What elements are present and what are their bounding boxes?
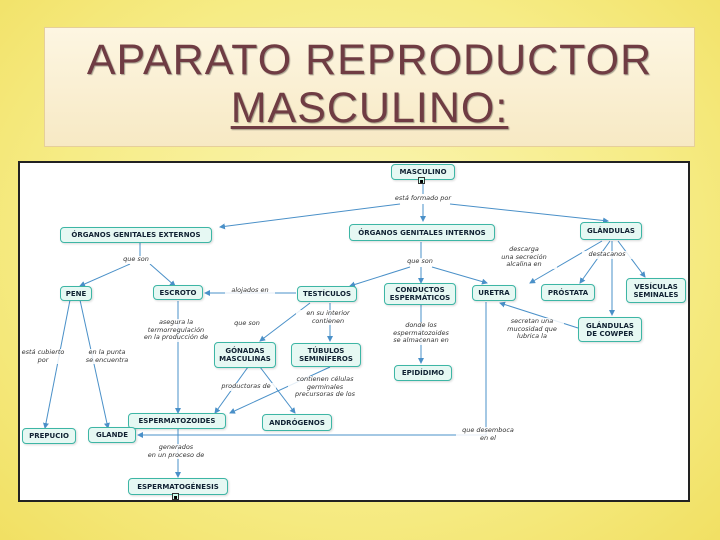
- concept-map: MASCULINO ▪ ÓRGANOS GENITALES EXTERNOS Ó…: [18, 161, 690, 502]
- connector: [259, 366, 296, 414]
- connector: [149, 263, 176, 287]
- node-organos-internos: ÓRGANOS GENITALES INTERNOS: [349, 224, 495, 241]
- connector: [499, 301, 579, 329]
- link-label: asegura la termorregulación en la produc…: [136, 318, 216, 342]
- link-label: en la punta se encuentra: [80, 348, 134, 364]
- connector: [219, 203, 401, 230]
- connector: [79, 299, 110, 429]
- expand-icon: ▪: [418, 177, 425, 185]
- connector: [259, 302, 311, 342]
- link-label: donde los espermatozoides se almacenan e…: [386, 321, 456, 345]
- connector: [43, 299, 71, 429]
- link-label: está cubierto por: [20, 348, 70, 364]
- node-prepucio: PREPUCIO: [22, 428, 76, 444]
- link-label: está formado por: [388, 194, 458, 203]
- node-vesiculas-seminales: VESÍCULAS SEMINALES: [626, 278, 686, 303]
- link-label: destacanos: [582, 250, 632, 259]
- expand-icon: ▪: [172, 493, 179, 501]
- node-pene: PENE: [60, 286, 92, 301]
- slide-title-line-1: APARATO REPRODUCTOR: [86, 36, 653, 84]
- connector: [79, 263, 131, 287]
- link-label: contienen células germinales precursoras…: [288, 375, 362, 399]
- link-label: en su interior contienen: [296, 309, 360, 325]
- link-label: que son: [227, 319, 267, 328]
- link-label: alojados en: [225, 286, 275, 295]
- node-gonadas-masculinas: GÓNADAS MASCULINAS: [214, 342, 276, 368]
- link-label: que son: [116, 255, 156, 264]
- node-glande: GLANDE: [88, 427, 136, 443]
- node-epididimo: EPIDÍDIMO: [394, 365, 452, 381]
- node-prostata: PRÓSTATA: [541, 284, 595, 301]
- link-label: generados en un proceso de: [136, 443, 216, 459]
- connector: [229, 366, 331, 414]
- title-box: APARATO REPRODUCTOR MASCULINO:: [44, 27, 695, 147]
- slide-title-line-2: MASCULINO:: [230, 84, 509, 132]
- link-label: secretan una mucosidad que lubrica la: [500, 317, 564, 341]
- connector: [349, 266, 411, 288]
- node-espermatozoides: ESPERMATOZOIDES: [128, 413, 226, 429]
- connector: [617, 240, 646, 278]
- node-glandulas: GLÁNDULAS: [580, 222, 642, 240]
- node-organos-externos: ÓRGANOS GENITALES EXTERNOS: [60, 227, 212, 243]
- link-label: productoras de: [216, 382, 276, 391]
- connector: [529, 240, 603, 284]
- connector: [449, 203, 609, 224]
- node-tubulos-seminiferos: TÚBULOS SEMINÍFEROS: [291, 343, 361, 367]
- link-label: que desemboca en el: [456, 426, 520, 442]
- node-testiculos: TESTÍCULOS: [297, 286, 357, 302]
- node-uretra: URETRA: [472, 285, 516, 301]
- node-glandulas-cowper: GLÁNDULAS DE COWPER: [578, 317, 642, 342]
- link-label: que son: [400, 257, 440, 266]
- node-androgenos: ANDRÓGENOS: [262, 414, 332, 431]
- node-escroto: ESCROTO: [153, 285, 203, 300]
- node-conductos-espermaticos: CONDUCTOS ESPERMÁTICOS: [384, 283, 456, 305]
- link-label: descarga una secreción alcalina en: [491, 245, 557, 269]
- connector: [431, 266, 488, 285]
- connector: [579, 240, 611, 284]
